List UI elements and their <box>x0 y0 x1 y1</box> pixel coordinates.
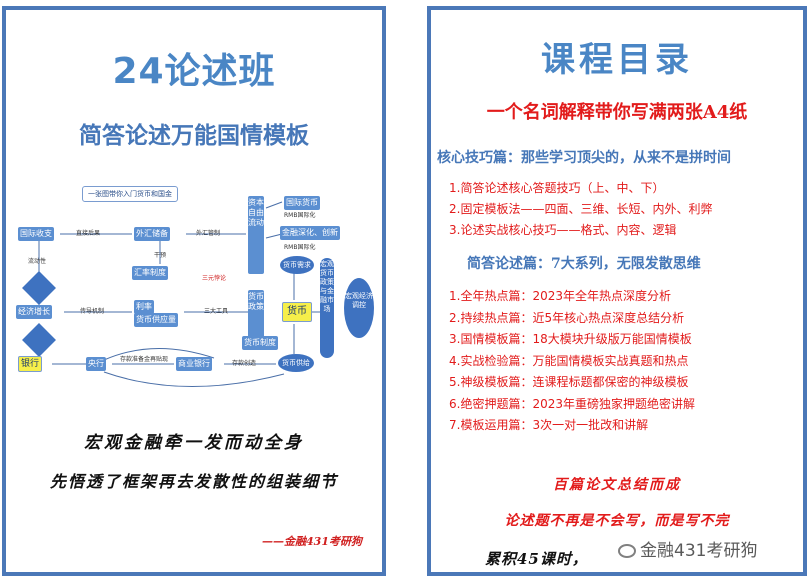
edge-three-tools: 三大工具 <box>204 308 229 315</box>
edge-rmb-intl: RMB国际化 <box>284 212 316 219</box>
essay-item: 4.实战检验篇：万能国情模板实战真题和热点 <box>449 353 689 368</box>
node-econ-growth: 经济增长 <box>16 305 52 319</box>
core-item: 1.简答论述核心答题技巧（上、中、下） <box>449 181 665 195</box>
node-intl-income: 国际收支 <box>18 227 54 241</box>
left-signature: ——金融431考研狗 <box>262 535 362 548</box>
right-subtitle: 一个名词解释带你写满两张A4纸 <box>486 102 748 123</box>
essay-section-title: 简答论述篇：7大系列，无限发散思维 <box>467 256 701 272</box>
node-macro-control: 宏观经济调控 <box>344 278 374 338</box>
edge-direct: 直接后果 <box>76 230 101 237</box>
essay-item: 1.全年热点篇：2023年全年热点深度分析 <box>449 289 671 303</box>
edge-rmb-intl-2: RMB国际化 <box>284 244 316 251</box>
diagram-top-label: 一张图带你入门货币和国金 <box>82 186 178 202</box>
edge-deposit-create: 存款创造 <box>232 360 257 367</box>
node-exchange-rate: 汇率制度 <box>132 266 168 280</box>
watermark-text: 金融431考研狗 <box>640 541 758 561</box>
edge-fx-control: 外汇管制 <box>196 230 221 237</box>
left-title: 24论述班 <box>112 51 276 92</box>
summary-line-1: 百篇论文总结而成 <box>553 477 681 493</box>
essay-item: 7.模板运用篇：3次一对一批改和讲解 <box>449 418 649 432</box>
node-money-demand: 货币需求 <box>280 256 314 274</box>
bottom-line: 累积45课时， <box>485 550 588 568</box>
edge-reserve-ratio: 存款准备金再贴现 <box>120 356 169 363</box>
watermark: 金融431考研狗 <box>618 536 757 561</box>
right-card: 课程目录 一个名词解释带你写满两张A4纸 核心技巧篇：那些学习顶尖的，从来不是拼… <box>427 6 807 576</box>
node-bank: 银行 <box>18 356 43 372</box>
core-section-title: 核心技巧篇：那些学习顶尖的，从来不是拼时间 <box>437 150 731 166</box>
essay-item: 3.国情模板篇：18大模块升级版万能国情模板 <box>449 332 692 346</box>
left-slogan-2: 先悟透了框架再去发散性的组装细节 <box>49 472 338 491</box>
left-card: 24论述班 简答论述万能国情模板 <box>2 6 386 576</box>
edge-transmit: 传导机制 <box>80 308 105 315</box>
node-intl-currency: 国际货币 <box>284 196 320 210</box>
edge-trilemma: 三元悖论 <box>202 275 227 282</box>
node-monetary-policy: 货币政策 <box>248 290 264 342</box>
node-central-bank: 央行 <box>86 357 106 371</box>
core-item: 3.论述实战核心技巧——格式、内容、逻辑 <box>449 223 677 237</box>
wechat-icon <box>618 544 636 558</box>
summary-line-2: 论述题不再是不会写，而是写不完 <box>504 513 730 529</box>
core-item: 2.固定模板法——四面、三维、长短、内外、利弊 <box>449 202 713 216</box>
framework-diagram: 一张图带你入门货币和国金 国际收支 直接后果 外汇储备 外汇管制 干预 汇率制度… <box>14 178 380 398</box>
essay-item: 6.绝密押题篇：2023年重磅独家押题绝密讲解 <box>449 396 695 411</box>
edge-intervene: 干预 <box>154 252 167 259</box>
left-subtitle: 简答论述万能国情模板 <box>79 123 309 149</box>
core-list: 1.简答论述核心答题技巧（上、中、下） 2.固定模板法——四面、三维、长短、内外… <box>449 178 712 241</box>
node-capital-free: 资本自由流动 <box>248 196 264 274</box>
essay-list: 1.全年热点篇：2023年全年热点深度分析 2.持续热点篇：近5年核心热点深度总… <box>449 286 695 437</box>
node-currency: 货币 <box>282 302 312 322</box>
node-money-supply: 货币供应量 <box>134 313 178 327</box>
essay-item: 2.持续热点篇：近5年核心热点深度总结分析 <box>449 310 685 325</box>
node-right-vertical: 宏观货币政策与金融市场 <box>320 258 334 358</box>
left-slogan-1: 宏观金融牵一发而动全身 <box>84 433 304 453</box>
node-policy-tools: 货币制度 <box>242 336 278 350</box>
node-interest: 利率 <box>134 300 154 314</box>
right-title: 课程目录 <box>541 40 693 80</box>
node-fx-reserve: 外汇储备 <box>134 227 170 241</box>
node-commercial-bank: 商业银行 <box>176 357 212 371</box>
node-money-supply-2: 货币供给 <box>278 354 314 372</box>
edge-liquidity: 流动性 <box>28 258 47 265</box>
node-finance-deep: 金融深化、创新 <box>280 226 340 240</box>
essay-item: 5.神级模板篇：连课程标题都保密的神级模板 <box>449 375 689 389</box>
